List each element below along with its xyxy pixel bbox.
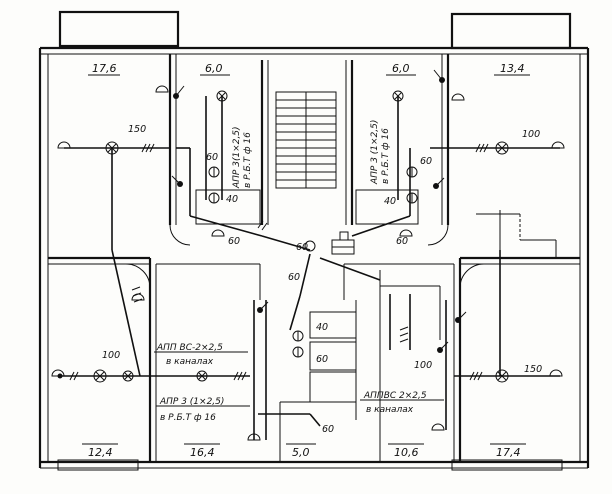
wire-label-channel-right-sub: в каналах xyxy=(366,405,414,415)
wire-spec-labels: АПР 3(1×2,5) в Р.Б.Т ф 16 АПР 3 (1×2,5) … xyxy=(154,120,444,423)
wire-label-channel-left: АПП ВС-2×2,5 xyxy=(156,343,223,353)
rating-stair-landing: 60 xyxy=(296,242,308,253)
room-area-bottom-left: 12,4 xyxy=(88,446,113,459)
rating-kitchen-upper: 40 xyxy=(316,322,328,333)
room-area-top-center-left: 6,0 xyxy=(205,62,223,75)
room-area-top-right: 13,4 xyxy=(500,62,525,75)
rating-kitchen-lower: 60 xyxy=(316,354,328,365)
rating-hall-left: 60 xyxy=(228,236,240,247)
lamp-cross-circle-icon xyxy=(216,90,228,102)
switch-icon xyxy=(57,69,467,379)
rating-landing-lower: 60 xyxy=(288,272,300,283)
lamp-cross-circle-icon xyxy=(105,141,119,155)
wire-label-tube-bottom: АПР 3 (1×2,5) xyxy=(159,397,224,407)
building-walls xyxy=(38,10,590,471)
lamp-cross-circle-icon xyxy=(392,90,404,102)
fixtures xyxy=(51,69,565,441)
room-area-bottom-center: 5,0 xyxy=(292,446,310,459)
lamp-cross-circle-icon xyxy=(495,141,509,155)
rating-bath-left-lower: 40 xyxy=(226,194,238,205)
wire-left-diagonal xyxy=(111,249,141,377)
wire-label-left-vertical-pipe: в Р.Б.Т ф 16 xyxy=(243,132,253,188)
rating-bottom-right-room: 150 xyxy=(524,364,542,375)
wire-label-right-vertical-pipe: в Р.Б.Т ф 16 xyxy=(381,128,391,184)
room-area-top-center-right: 6,0 xyxy=(392,62,410,75)
distribution-panel-icon xyxy=(331,231,355,255)
balcony-left xyxy=(58,10,180,48)
lamp-cross-circle-icon xyxy=(122,370,134,382)
room-area-bottom-right: 17,4 xyxy=(496,446,521,459)
rating-top-right-room: 100 xyxy=(522,129,540,140)
room-area-bottom-center-right: 10,6 xyxy=(394,446,419,459)
rating-top-left-room: 150 xyxy=(128,124,146,135)
room-area-bottom-center-left: 16,4 xyxy=(190,446,215,459)
rating-bath-right-lower: 40 xyxy=(384,196,396,207)
room-area-top-left: 17,6 xyxy=(92,62,117,75)
rating-corridor-bottom: 60 xyxy=(322,424,334,435)
lamp-cross-circle-icon xyxy=(495,369,509,383)
room-areas: 17,6 6,0 6,0 13,4 12,4 16,4 5,0 10,6 17,… xyxy=(82,62,530,459)
lamp-cross-circle-icon xyxy=(196,370,208,382)
rating-hall-right: 60 xyxy=(396,236,408,247)
wire-label-channel-right: АППВС 2×2,5 xyxy=(363,391,427,401)
lamp-ratings: 150 100 100 150 60 40 60 60 40 60 60 60 … xyxy=(102,124,542,435)
wire-label-left-vertical: АПР 3(1×2,5) xyxy=(232,126,242,189)
rating-bath-right-upper: 60 xyxy=(420,156,432,167)
lamp-cross-circle-icon xyxy=(93,369,107,383)
lamp-wall-icon xyxy=(208,166,418,358)
wire-right-to-panel xyxy=(351,215,411,237)
wire-left-to-panel xyxy=(261,235,311,251)
rating-bottom-left-room: 100 xyxy=(102,350,120,361)
wire-label-tube-bottom-sub: в Р.Б.Т ф 16 xyxy=(160,413,216,423)
rating-corridor-right: 100 xyxy=(414,360,432,371)
staircase xyxy=(275,91,337,189)
rating-bath-left-upper: 60 xyxy=(206,152,218,163)
conductor-ticks xyxy=(69,143,489,381)
wire-label-right-vertical: АПР 3 (1×2,5) xyxy=(370,120,380,185)
balcony-right xyxy=(450,12,572,50)
wire-label-channel-left-sub: в каналах xyxy=(166,357,214,367)
